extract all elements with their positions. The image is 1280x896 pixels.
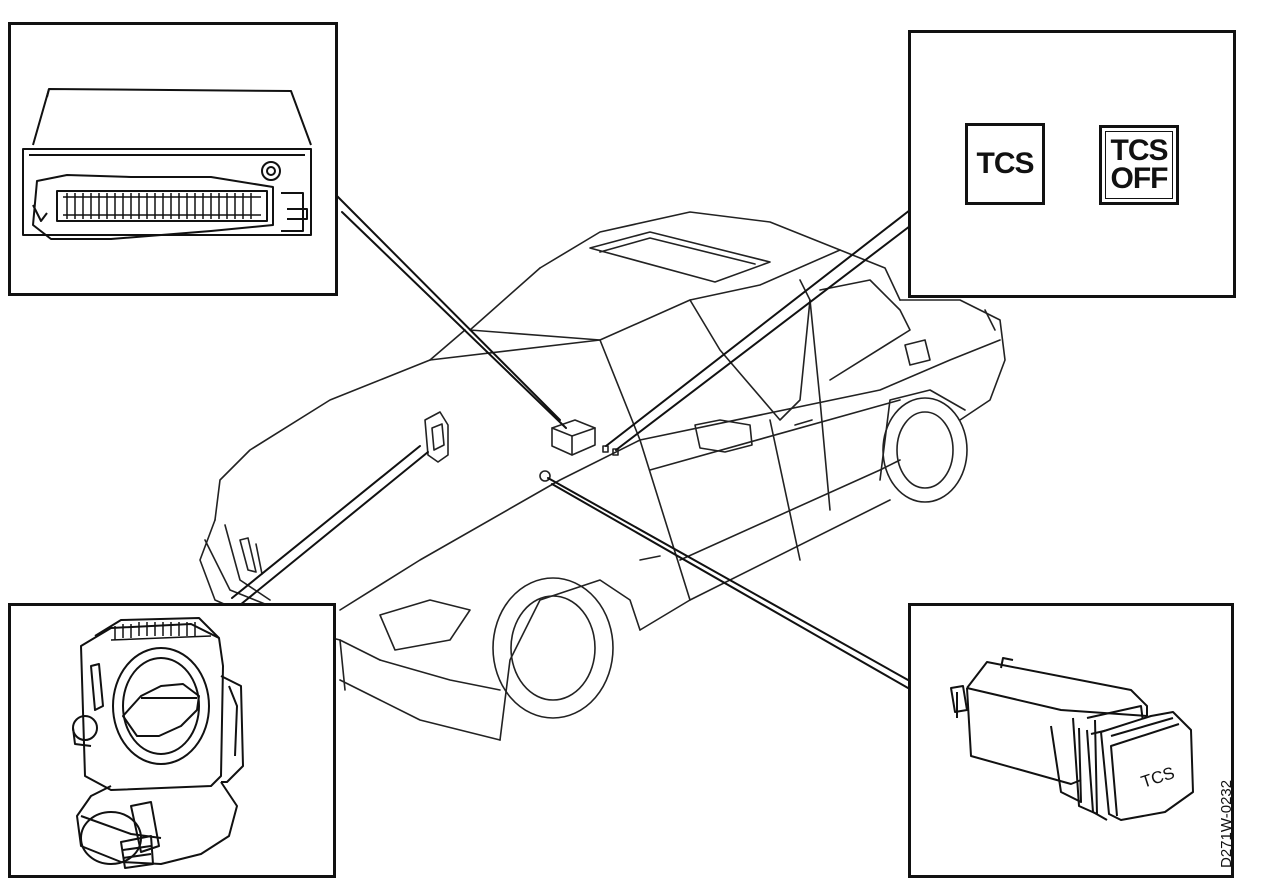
tcs-off-indicator-lamp: TCS OFF (1099, 125, 1179, 205)
tcs-switch-illustration (950, 657, 1194, 821)
tcs-indicator-label: TCS (976, 147, 1035, 180)
indicator-lamps-panel: TCS TCS OFF (908, 30, 1236, 298)
throttle-body-panel (8, 603, 336, 878)
ecu-location-marker (551, 419, 596, 456)
tcs-indicator-lamp: TCS (965, 123, 1045, 205)
figure-code: D271W-0232 (1218, 779, 1235, 868)
throttle-body-illustration (72, 617, 244, 869)
control-unit-illustration (22, 88, 312, 240)
leader-lines (231, 195, 911, 689)
control-unit-panel (8, 22, 338, 296)
throttle-location-marker (424, 411, 449, 463)
lamp-inner-border (1105, 131, 1173, 199)
tcs-off-indicator-line2: OFF (1110, 162, 1169, 195)
tcs-off-indicator-line1: TCS (1110, 134, 1169, 167)
tcs-switch-panel: TCS (908, 603, 1234, 878)
car-body-outline (199, 211, 1006, 741)
switch-location-marker (539, 470, 551, 482)
